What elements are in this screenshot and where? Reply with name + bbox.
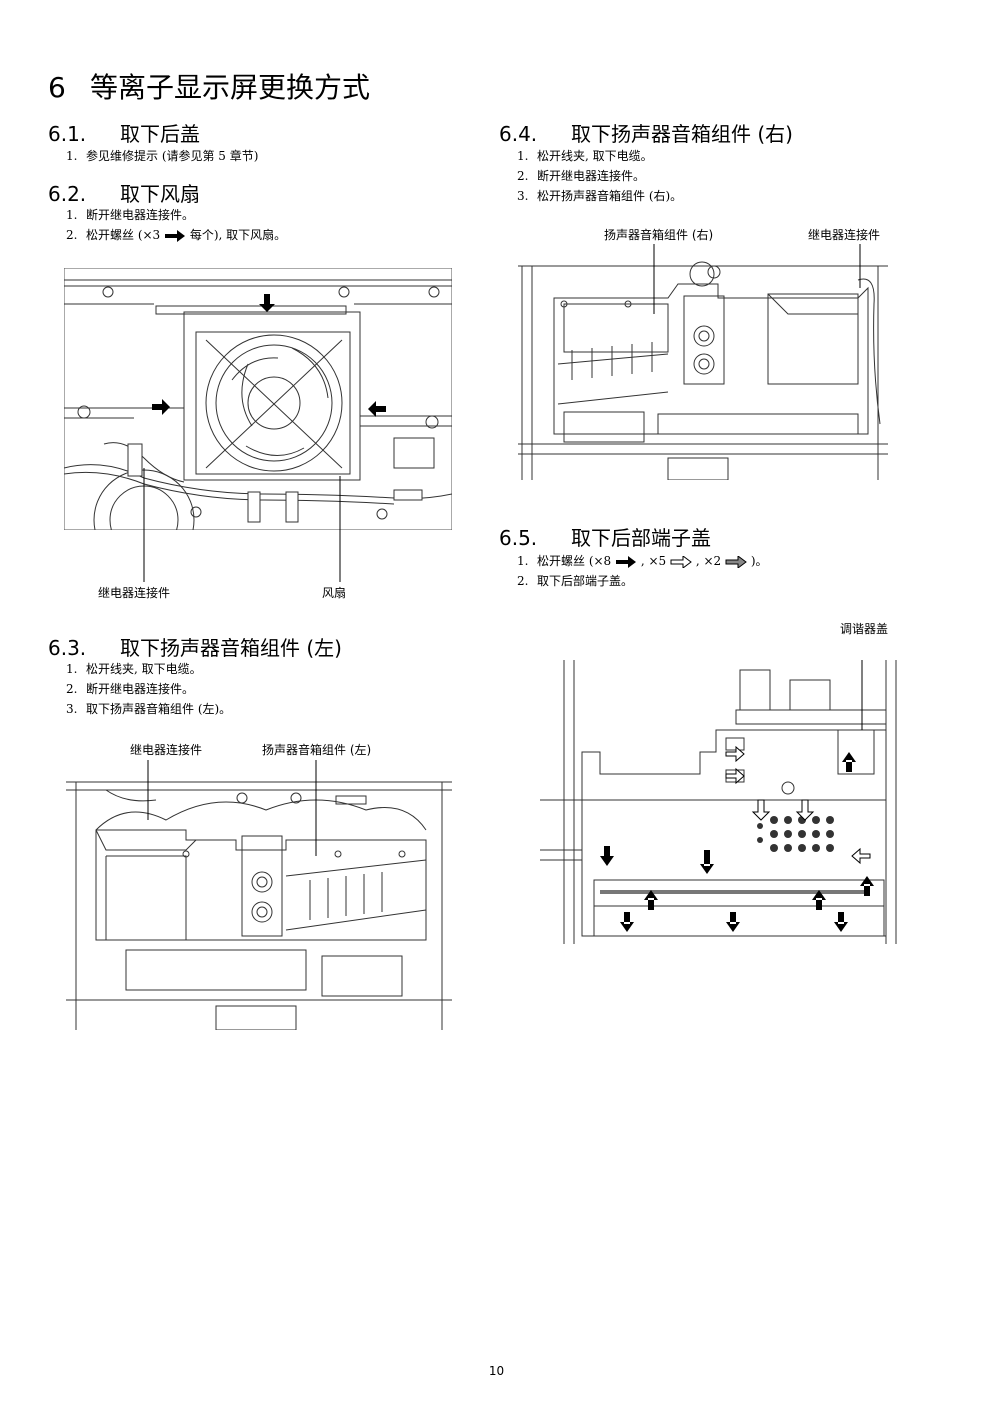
section-6-2-steps: 1. 断开继电器连接件。 2. 松开螺丝 (×3 每个), 取下风扇。 <box>66 205 286 245</box>
step-text: 断开继电器连接件。 <box>86 682 195 696</box>
section-6-4-heading: 6.4. 取下扬声器音箱组件 (右) <box>499 118 793 147</box>
section-6-5-steps: 1. 松开螺丝 (×8 , ×5 , ×2 )。 2. 取下后部端子盖。 <box>517 551 768 591</box>
page-number: 10 <box>488 1364 505 1378</box>
speaker-right-diagram <box>518 244 888 480</box>
step-number: 1. <box>66 208 78 222</box>
step-item: 1. 松开螺丝 (×8 , ×5 , ×2 )。 <box>517 551 768 571</box>
step-item: 2. 取下后部端子盖。 <box>517 571 768 591</box>
step-text: 松开线夹, 取下电缆。 <box>86 662 202 676</box>
section-title: 取下风扇 <box>120 182 200 206</box>
step-item: 3. 松开扬声器音箱组件 (右)。 <box>517 186 682 206</box>
step-text: 松开扬声器音箱组件 (右)。 <box>537 189 683 203</box>
tuner-cover-label: 调谐器盖 <box>840 622 889 636</box>
step-number: 1. <box>66 149 78 163</box>
terminal-cover-diagram <box>540 660 897 944</box>
section-6-5-heading: 6.5. 取下后部端子盖 <box>499 522 711 551</box>
step-item: 3. 取下扬声器音箱组件 (左)。 <box>66 699 231 719</box>
hatched-arrow-icon <box>725 555 747 568</box>
section-6-4-steps: 1. 松开线夹, 取下电缆。 2. 断开继电器连接件。 3. 松开扬声器音箱组件 (右… <box>517 146 682 206</box>
section-6-3-heading: 6.3. 取下扬声器音箱组件 (左) <box>48 632 342 661</box>
section-number: 6.1. <box>48 122 87 146</box>
chapter-title: 等离子显示屏更换方式 <box>90 71 371 104</box>
step-text: 断开继电器连接件。 <box>537 169 646 183</box>
speaker-right-figure <box>518 244 888 480</box>
fan-leader-line <box>339 530 341 582</box>
step-text: 每个), 取下风扇。 <box>189 228 287 242</box>
section-number: 6.3. <box>48 636 87 660</box>
black-arrow-icon <box>165 229 186 242</box>
speaker-left-figure <box>66 760 452 1030</box>
step-item: 2. 松开螺丝 (×3 每个), 取下风扇。 <box>66 225 286 245</box>
speaker-right-label: 扬声器音箱组件 (右) <box>604 228 714 242</box>
step-number: 3. <box>517 189 529 203</box>
relay-connector-label: 继电器连接件 <box>130 743 203 757</box>
section-title: 取下扬声器音箱组件 (右) <box>571 122 793 146</box>
chapter-number: 6 <box>48 71 66 104</box>
step-text: 松开螺丝 (×3 <box>86 228 161 242</box>
speaker-left-label: 扬声器音箱组件 (左) <box>262 743 372 757</box>
step-item: 2. 断开继电器连接件。 <box>66 679 231 699</box>
step-number: 2. <box>517 169 529 183</box>
step-text: , ×5 <box>640 554 667 568</box>
step-text: 松开螺丝 (×8 <box>537 554 612 568</box>
fan-label: 风扇 <box>322 586 347 600</box>
section-title: 取下扬声器音箱组件 (左) <box>120 636 342 660</box>
fan-figure <box>64 268 452 530</box>
section-title: 取下后盖 <box>120 122 200 146</box>
step-item: 1. 参见维修提示 (请参见第 5 章节) <box>66 146 258 166</box>
step-text: 断开继电器连接件。 <box>86 208 195 222</box>
step-text: 参见维修提示 (请参见第 5 章节) <box>86 149 259 163</box>
section-title: 取下后部端子盖 <box>571 526 711 550</box>
section-6-2-heading: 6.2. 取下风扇 <box>48 178 200 207</box>
step-number: 3. <box>66 702 78 716</box>
relay-leader-line <box>143 530 145 582</box>
section-number: 6.5. <box>499 526 538 550</box>
terminal-cover-figure <box>540 660 910 944</box>
section-number: 6.4. <box>499 122 538 146</box>
section-6-3-steps: 1. 松开线夹, 取下电缆。 2. 断开继电器连接件。 3. 取下扬声器音箱组件 (左… <box>66 659 231 719</box>
step-number: 1. <box>517 554 529 568</box>
relay-connector-label: 继电器连接件 <box>808 228 881 242</box>
step-number: 2. <box>66 228 78 242</box>
black-arrow-icon <box>616 555 637 568</box>
step-item: 1. 松开线夹, 取下电缆。 <box>66 659 231 679</box>
step-text: 取下扬声器音箱组件 (左)。 <box>86 702 232 716</box>
step-text: )。 <box>750 554 768 568</box>
step-number: 1. <box>517 149 529 163</box>
page-title: 6 等离子显示屏更换方式 <box>48 66 370 106</box>
section-number: 6.2. <box>48 182 87 206</box>
step-text: 松开线夹, 取下电缆。 <box>537 149 653 163</box>
step-text: , ×2 <box>695 554 722 568</box>
step-item: 1. 断开继电器连接件。 <box>66 205 286 225</box>
step-number: 1. <box>66 662 78 676</box>
step-item: 2. 断开继电器连接件。 <box>517 166 682 186</box>
section-6-1-steps: 1. 参见维修提示 (请参见第 5 章节) <box>66 146 258 166</box>
step-number: 2. <box>517 574 529 588</box>
speaker-left-diagram <box>66 760 452 1030</box>
section-6-1-heading: 6.1. 取下后盖 <box>48 118 200 147</box>
step-number: 2. <box>66 682 78 696</box>
white-arrow-icon <box>670 555 692 568</box>
step-text: 取下后部端子盖。 <box>537 574 634 588</box>
relay-connector-label: 继电器连接件 <box>98 586 171 600</box>
fan-diagram <box>64 268 452 530</box>
step-item: 1. 松开线夹, 取下电缆。 <box>517 146 682 166</box>
